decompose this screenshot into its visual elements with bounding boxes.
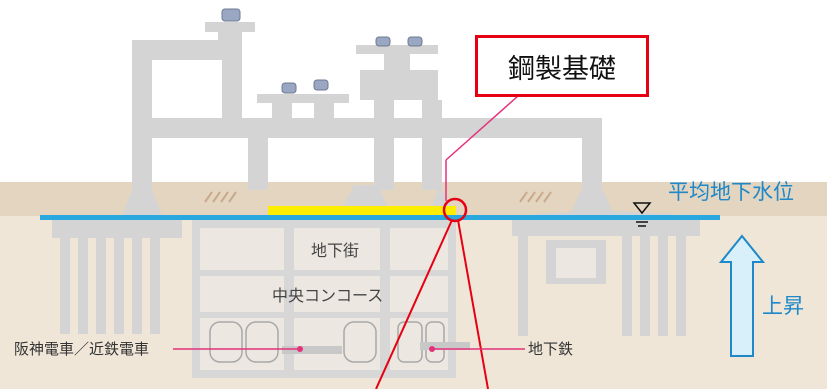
steel-foundation-marker [442, 197, 468, 223]
soil-hatch-left [204, 191, 237, 203]
rise-label: 上昇 [762, 294, 804, 318]
rise-arrow-icon [718, 234, 766, 357]
soil-hatch-right [519, 191, 552, 203]
water-level-label: 平均地下水位 [668, 180, 794, 204]
underground-level-upper: 地下街 [311, 241, 360, 260]
steel-foundation-callout: 鋼製基礎 [475, 35, 649, 97]
elevated-structure [122, 22, 614, 216]
railway-left-dot [297, 346, 303, 352]
left-piles [52, 220, 182, 334]
underground-station [192, 218, 470, 378]
underground-level-middle: 中央コンコース [272, 286, 384, 305]
water-level-line [40, 215, 720, 220]
railway-right-label: 地下鉄 [528, 340, 574, 358]
leader-line-2 [445, 95, 519, 161]
car-icon [221, 8, 423, 94]
zoom-line-left [375, 219, 453, 389]
callout-label: 鋼製基礎 [508, 53, 616, 85]
water-level-symbol-icon [632, 202, 652, 227]
railway-right-dot [429, 346, 435, 352]
railway-left-label: 阪神電車／近鉄電車 [14, 340, 150, 358]
zoom-line-right [457, 219, 489, 389]
